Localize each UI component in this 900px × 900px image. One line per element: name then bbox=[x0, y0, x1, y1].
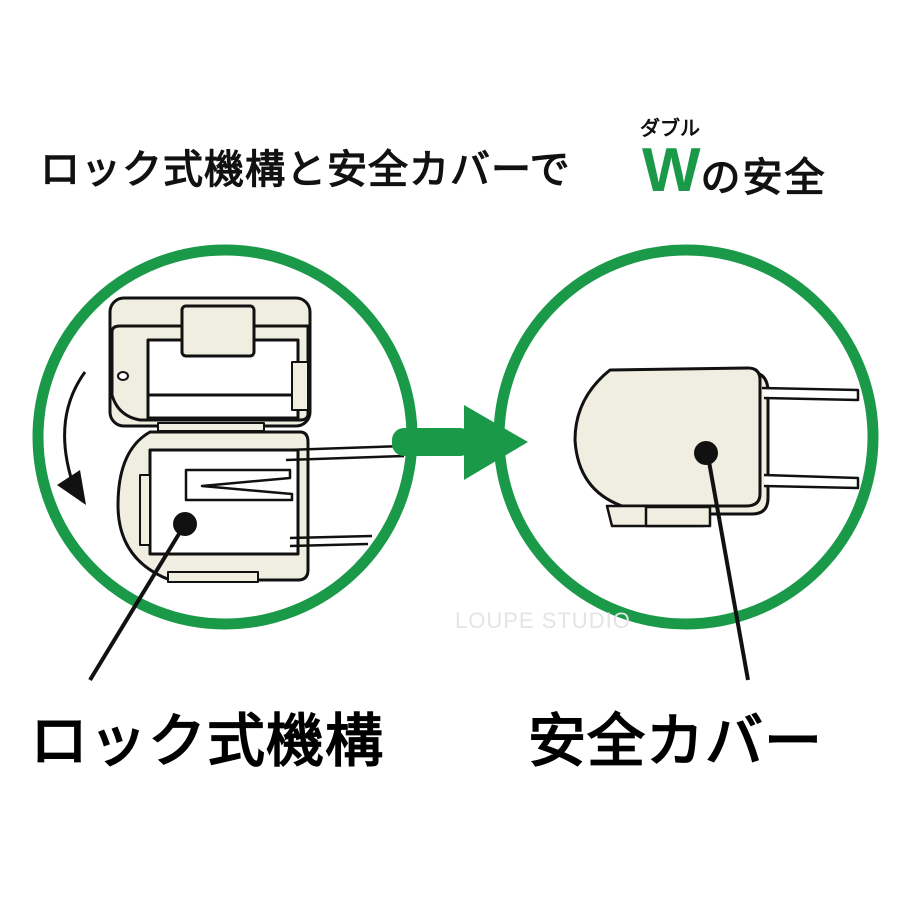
right-pointer bbox=[694, 441, 750, 681]
left-pointer bbox=[88, 512, 197, 682]
w-suffix: の安全 bbox=[700, 155, 827, 201]
headline: ロック式機構と安全カバーで bbox=[40, 147, 571, 193]
transition-arrow-icon bbox=[392, 405, 528, 480]
safety-cover-icon bbox=[573, 366, 860, 528]
label-lock-mechanism: ロック式機構 bbox=[30, 707, 385, 775]
label-safety-cover: 安全カバー bbox=[528, 707, 824, 775]
w-safety-heading: Wの安全 bbox=[642, 140, 827, 202]
w-letter: W bbox=[642, 136, 701, 205]
watermark: LOUPE STUDIO bbox=[455, 608, 631, 633]
ruby-double: ダブル bbox=[640, 116, 700, 140]
lock-mechanism-icon bbox=[108, 296, 405, 583]
pointer-dot-icon bbox=[694, 441, 718, 465]
rotate-arrow-icon bbox=[57, 371, 87, 505]
